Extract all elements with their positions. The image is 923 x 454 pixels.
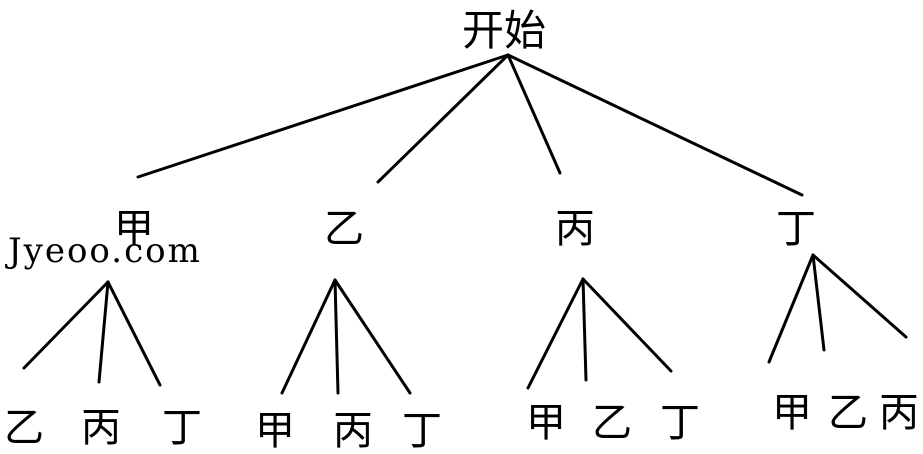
branch-1-child-1: 乙 [4, 405, 44, 451]
branch-2-child-3: 丁 [402, 408, 442, 454]
edge-root-to-branch-2 [376, 53, 510, 184]
edge-branch-1-child-3 [106, 280, 162, 387]
edge-branch-3-child-3 [581, 277, 673, 373]
root-node: 开始 [462, 6, 546, 55]
branch-2-child-1: 甲 [255, 408, 295, 454]
edge-root-to-branch-3 [506, 53, 562, 175]
edge-branch-2-child-1 [280, 278, 337, 395]
edge-branch-1-child-2 [97, 280, 110, 384]
branch-1-child-3: 丁 [162, 405, 202, 451]
branch-4-child-1: 甲 [772, 390, 812, 436]
branch-2-node: 乙 [324, 206, 364, 252]
branch-1-node: 甲 [114, 206, 154, 252]
watermark: Jyeoo.com [5, 231, 202, 271]
branch-1-child-2: 丙 [81, 405, 121, 451]
edge-branch-3-child-2 [581, 277, 588, 382]
branch-4-child-2: 乙 [828, 390, 868, 436]
edge-branch-4-child-3 [811, 253, 908, 339]
edge-branch-2-child-2 [333, 278, 340, 395]
edge-branch-4-child-1 [767, 253, 815, 364]
edge-root-to-branch-1 [136, 53, 510, 179]
edge-root-to-branch-4 [506, 53, 804, 197]
branch-4-child-3: 丙 [879, 390, 919, 436]
branch-3-child-3: 丁 [660, 400, 700, 446]
branch-3-node: 丙 [555, 206, 595, 252]
edge-branch-4-child-2 [811, 253, 826, 352]
branch-2-child-2: 丙 [333, 408, 373, 454]
branch-3-child-2: 乙 [592, 400, 632, 446]
branch-3-child-1: 甲 [526, 400, 566, 446]
edge-branch-3-child-1 [526, 277, 585, 390]
edge-branch-2-child-3 [333, 278, 412, 395]
edge-branch-1-child-1 [22, 280, 110, 370]
branch-4-node: 丁 [776, 206, 816, 252]
